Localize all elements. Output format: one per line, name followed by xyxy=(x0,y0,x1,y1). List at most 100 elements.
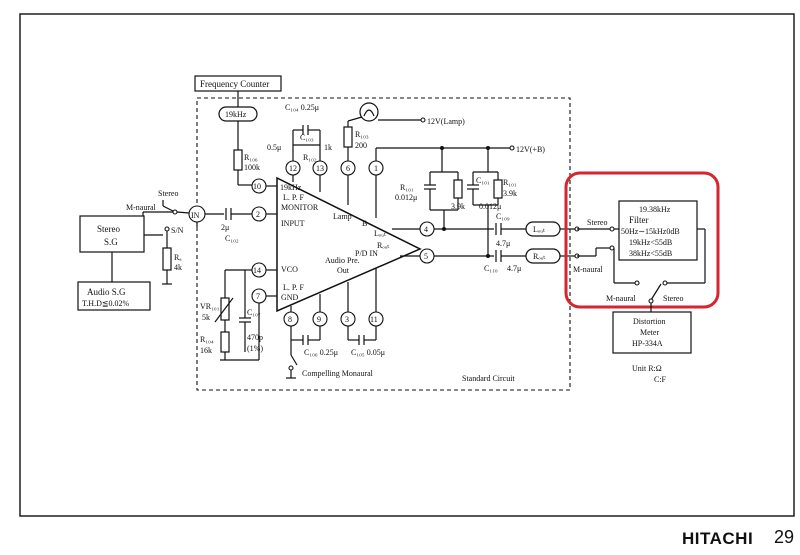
ic-lout-label: Lₒᵤₜ xyxy=(374,229,386,238)
c101-label: C₁₀₁ xyxy=(476,176,490,185)
ra-resistor xyxy=(162,247,172,271)
ic-triangle xyxy=(276,176,422,313)
standard-circuit-label: Standard Circuit xyxy=(462,374,515,383)
c104-label: C₁₀₄ 0.25μ xyxy=(285,103,319,112)
pin-3: 3 xyxy=(345,315,349,324)
filter-title-label: Filter xyxy=(629,215,649,225)
lamp-12v-label: 12V(Lamp) xyxy=(427,117,465,126)
r101-3-9k-label: 3.9k xyxy=(451,202,465,211)
dmeter-line3: HP-334A xyxy=(632,339,663,348)
pin-14: 14 xyxy=(253,266,261,275)
dmeter-line2: Meter xyxy=(640,328,659,337)
in-pin-label: IN xyxy=(191,211,200,220)
r103-value: 200 xyxy=(355,141,367,150)
stereo-sg-box xyxy=(79,215,145,253)
ic-pd-in-label: P/D IN xyxy=(355,249,378,258)
pin-9: 9 xyxy=(317,315,321,324)
r106-value: 100k xyxy=(244,163,260,172)
audio-sg-line2: T.H.D≦0.02% xyxy=(82,299,130,308)
one-k-label: 1k xyxy=(324,143,332,152)
ic-input-label: INPUT xyxy=(281,219,305,228)
ic-lpf-bot-label: L. P. F xyxy=(283,283,304,292)
filter-spec-2: 19kHz<55dB xyxy=(629,238,672,247)
pin-8: 8 xyxy=(288,315,292,324)
pin-12: 12 xyxy=(289,164,297,173)
frequency-counter-label: Frequency Counter xyxy=(200,79,269,89)
stereo-label: Stereo xyxy=(158,189,178,198)
lout-terminal-label: Lₒᵤₜ xyxy=(533,225,545,234)
vr101-value: 5k xyxy=(202,313,210,322)
r104-resistor xyxy=(220,331,230,353)
r101-value: 0.012μ xyxy=(395,193,417,202)
r103-label: R₁₀₃ xyxy=(355,130,369,139)
pin-6: 6 xyxy=(346,164,350,173)
ic-out-label: Out xyxy=(337,266,350,275)
c102-label: C₁₀₂ xyxy=(225,234,239,243)
filter-box xyxy=(618,200,698,261)
pin-11: 11 xyxy=(370,315,378,324)
c106-label: C₁₀₆ 0.25μ xyxy=(304,348,338,357)
pin-2: 2 xyxy=(256,210,260,219)
filter-spec-3: 38kHz<55dB xyxy=(629,249,672,258)
pin-4: 4 xyxy=(424,225,428,234)
unit-line1: Unit R:Ω xyxy=(632,364,662,373)
monaural-label: M-naural xyxy=(126,203,157,212)
c109-value: 4.7μ xyxy=(496,239,510,248)
unit-line2: C:F xyxy=(654,375,667,384)
brand-logo: HITACHI xyxy=(682,529,754,548)
two-micro-label: 2μ xyxy=(221,223,229,232)
r102-label: R₁₀₂ xyxy=(303,153,317,162)
ic-b-label: B xyxy=(362,219,367,228)
page-border xyxy=(19,13,795,517)
sw-monaural-label: M-naural xyxy=(573,265,604,274)
c105-label: C₁₀₅ 0.05μ xyxy=(351,348,385,357)
distortion-meter-box xyxy=(612,311,692,354)
c101-value: 0.012μ xyxy=(479,202,501,211)
pin-1: 1 xyxy=(374,164,378,173)
c110-label: C₁₁₀ xyxy=(484,264,498,273)
sw2-stereo-label: Stereo xyxy=(663,294,683,303)
c110-value: 4.7μ xyxy=(507,264,521,273)
ic-lpf-top-label: L. P. F xyxy=(283,193,304,202)
pin-13: 13 xyxy=(316,164,324,173)
c103-label: C₁₀₃ xyxy=(300,133,314,142)
audio-sg-box xyxy=(77,281,151,311)
audio-sg-line1: Audio S.G xyxy=(87,287,126,297)
compelling-monaural-label: Compelling Monaural xyxy=(302,369,374,378)
filter-spec-1: 50Hz∼15kHz0dB xyxy=(621,227,680,236)
vr101-label: VR₁₀₁ xyxy=(200,302,220,311)
c107-value: 470p xyxy=(247,333,263,342)
stereo-sg-line1: Stereo xyxy=(97,224,120,234)
ra-label: Rₐ xyxy=(174,253,182,262)
ic-lamp-label: Lamp xyxy=(333,212,352,221)
ic-gnd-label: GND xyxy=(281,293,299,302)
pin-10: 10 xyxy=(253,182,261,191)
page-number: 29 xyxy=(774,527,795,547)
plus-12v-label: 12V(+B) xyxy=(516,145,545,154)
pin-5: 5 xyxy=(424,252,428,261)
standard-circuit-boundary xyxy=(196,97,571,391)
lamp-icon xyxy=(359,102,379,122)
c107-label: C₁₀₇ xyxy=(247,308,261,317)
ic-rout-label: Rₒᵤₜ xyxy=(377,241,390,250)
ic-vco-label: VCO xyxy=(281,265,298,274)
r103-resistor xyxy=(343,126,353,148)
r106-resistor xyxy=(233,149,243,171)
r101b-value: 3.9k xyxy=(503,189,517,198)
dmeter-line1: Distortion xyxy=(633,317,665,326)
r101-label: R₁₀₁ xyxy=(400,183,414,192)
highlight-frame xyxy=(564,171,720,309)
pin-7: 7 xyxy=(256,292,260,301)
ic-19khz-label: 19kHz xyxy=(280,183,302,192)
r104-value: 16k xyxy=(200,346,212,355)
r104-label: R₁₀₄ xyxy=(200,335,214,344)
sn-label: S/N xyxy=(171,226,184,235)
rout-terminal-label: Rₒᵤₜ xyxy=(533,252,546,261)
freq-19khz-label: 19kHz xyxy=(225,110,247,119)
filter-freq-label: 19.38kHz xyxy=(639,205,671,214)
c107-tolerance: (1%) xyxy=(247,344,263,353)
sw-stereo-label: Stereo xyxy=(587,218,607,227)
ra-value: 4k xyxy=(174,263,182,272)
